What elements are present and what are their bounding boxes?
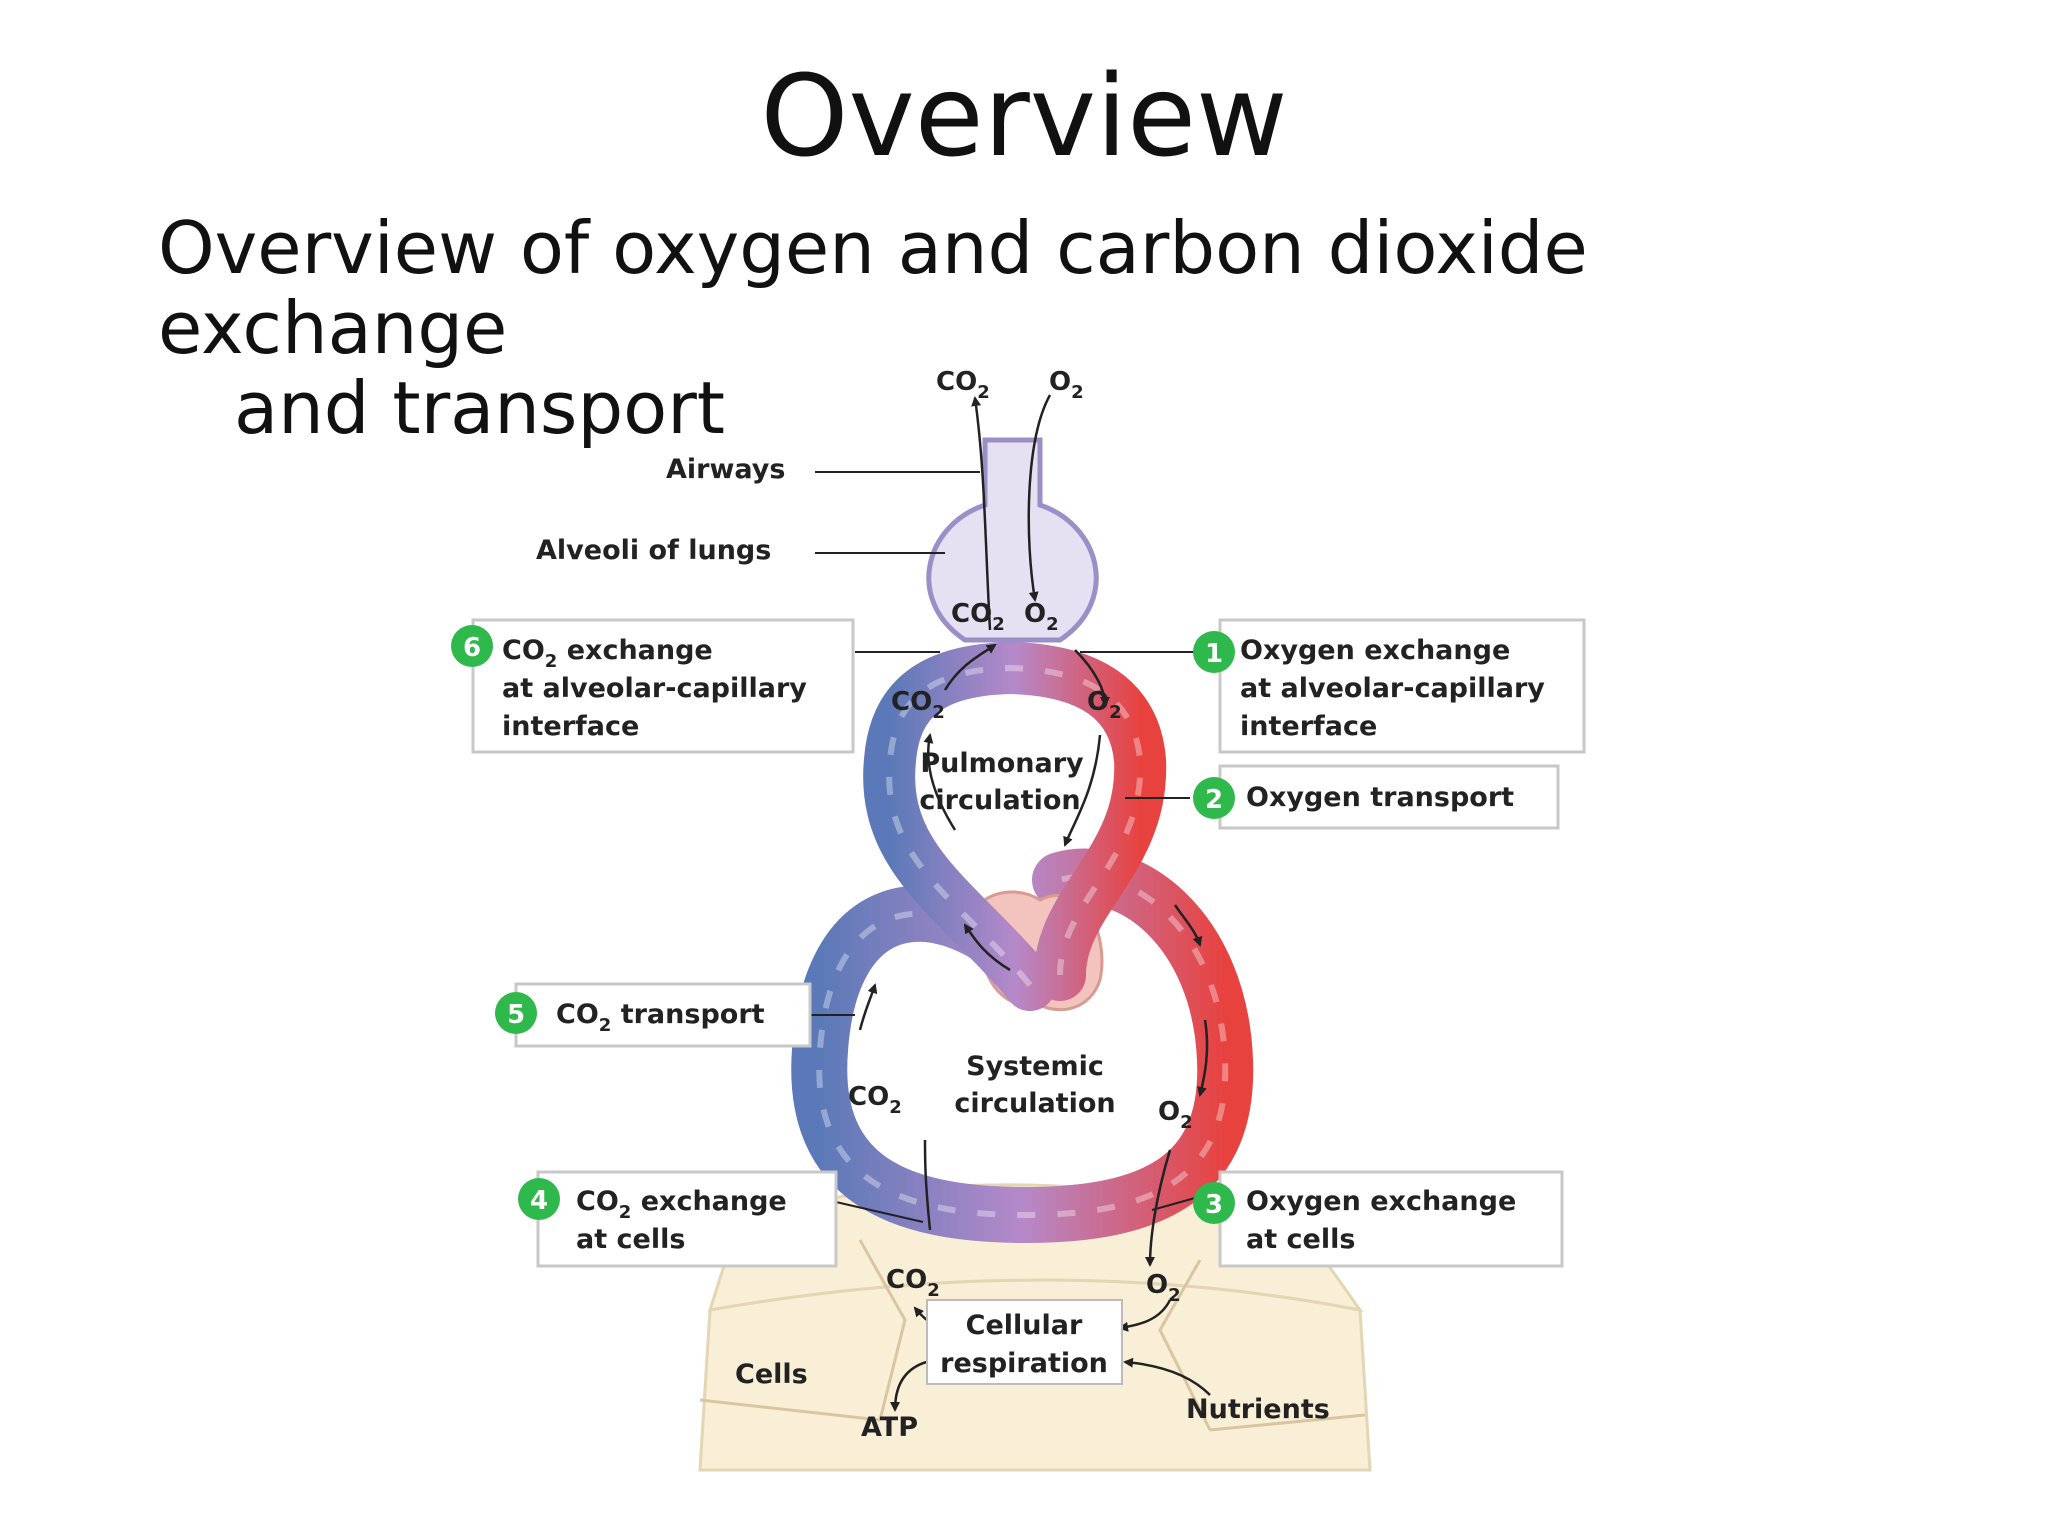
atp-label: ATP — [861, 1412, 918, 1443]
slide-subtitle: Overview of oxygen and carbon dioxide ex… — [158, 208, 1958, 448]
step-1-badge: 1 — [1205, 639, 1223, 669]
step-6-badge: 6 — [463, 633, 481, 663]
co2-label-pulmonary: CO2 — [891, 687, 945, 723]
step-2-badge: 2 — [1205, 785, 1223, 815]
step-3-line-1: Oxygen exchange — [1246, 1186, 1516, 1217]
step-3-badge: 3 — [1205, 1190, 1223, 1220]
step-6-line-2: at alveolar-capillary — [502, 673, 807, 704]
systemic-circulation-loop — [791, 848, 1254, 1244]
step-2-line-1: Oxygen transport — [1246, 782, 1514, 813]
slide-title: Overview — [760, 52, 1288, 182]
step-1-line-2: at alveolar-capillary — [1240, 673, 1545, 704]
systemic-label-2: circulation — [954, 1088, 1115, 1119]
co2-label-cells: CO2 — [886, 1265, 940, 1301]
step-4-callout: 4 CO2 exchange at cells — [518, 1170, 838, 1268]
step-1-line-1: Oxygen exchange — [1240, 635, 1510, 666]
step-5-line-1: CO2 transport — [556, 999, 765, 1036]
nutrients-label: Nutrients — [1186, 1394, 1330, 1425]
subtitle-line-1: Overview of oxygen and carbon dioxide ex… — [158, 206, 1588, 370]
co2-label-exhaled: CO2 — [936, 367, 990, 403]
step-3-line-2: at cells — [1246, 1224, 1355, 1255]
alveoli-label: Alveoli of lungs — [536, 535, 771, 566]
o2-label-inhaled: O2 — [1049, 367, 1084, 403]
step-1-callout: 1 Oxygen exchange at alveolar-capillary … — [1193, 618, 1586, 754]
step-4-line-1: CO2 exchange — [576, 1186, 787, 1223]
cellular-respiration-box: Cellular respiration — [926, 1299, 1123, 1385]
gas-labels: CO2 O2 CO2 O2 CO2 O2 CO2 O2 CO2 O2 — [848, 367, 1193, 1306]
o2-label-systemic: O2 — [1158, 1097, 1193, 1133]
step-6-callout: 6 CO2 exchange at alveolar-capillary int… — [451, 618, 855, 754]
subtitle-line-2: and transport — [234, 366, 726, 450]
leader-lines — [810, 471, 1220, 1223]
alveolus — [926, 437, 1099, 643]
step-6-line-3: interface — [502, 711, 639, 742]
cellular-respiration-label-1: Cellular — [966, 1310, 1083, 1341]
o2-label-pulmonary: O2 — [1087, 687, 1122, 723]
pulmonary-circulation-loop — [863, 641, 1167, 1011]
airways-label: Airways — [666, 454, 785, 485]
step-4-line-2: at cells — [576, 1224, 685, 1255]
step-4-badge: 4 — [530, 1186, 548, 1216]
cellular-respiration-label-2: respiration — [940, 1348, 1108, 1379]
o2-label-alveolus: O2 — [1024, 599, 1059, 635]
co2-label-alveolus: CO2 — [951, 599, 1005, 635]
cells-label: Cells — [735, 1359, 808, 1390]
step-5-callout: 5 CO2 transport — [495, 982, 812, 1048]
step-2-callout: 2 Oxygen transport — [1193, 764, 1560, 830]
o2-label-cells: O2 — [1146, 1270, 1181, 1306]
step-3-callout: 3 Oxygen exchange at cells — [1193, 1170, 1564, 1268]
step-1-line-3: interface — [1240, 711, 1377, 742]
systemic-label-1: Systemic — [966, 1051, 1104, 1082]
pulmonary-label-2: circulation — [919, 785, 1080, 816]
co2-label-systemic: CO2 — [848, 1082, 902, 1118]
step-5-badge: 5 — [507, 1000, 525, 1030]
pulmonary-label-1: Pulmonary — [920, 748, 1084, 779]
step-6-line-1: CO2 exchange — [502, 635, 713, 672]
structure-labels: Airways Alveoli of lungs Pulmonary circu… — [536, 454, 1330, 1443]
